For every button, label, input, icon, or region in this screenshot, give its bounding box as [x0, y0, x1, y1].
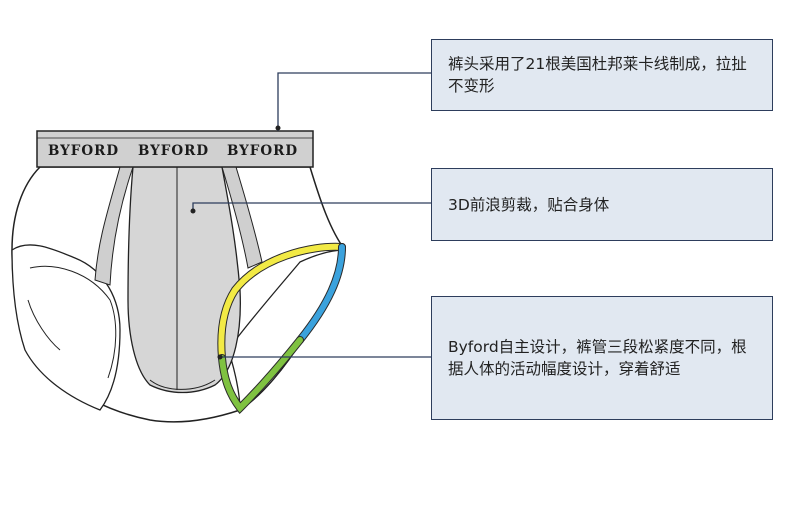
callout-3d-cut-text: 3D前浪剪裁，贴合身体 — [448, 195, 610, 214]
callout-3d-cut: 3D前浪剪裁，贴合身体 — [431, 168, 773, 241]
pouch-right-band — [221, 166, 263, 269]
pouch-bottom-curve — [149, 379, 216, 390]
front-pouch — [127, 166, 241, 394]
leader-dot-pouch — [190, 208, 196, 214]
left-leg-opening — [11, 244, 121, 411]
leader-dot-waistband — [275, 125, 281, 131]
callout-leg-band: Byford自主设计，裤管三段松紧度不同，根据人体的活动幅度设计，穿着舒适 — [431, 296, 773, 420]
leader-line-pouch — [192, 202, 431, 210]
left-leg-inner — [29, 265, 117, 379]
callout-waistband: 裤头采用了21根美国杜邦莱卡线制成，拉扯不变形 — [431, 39, 773, 111]
leader-dot-legband — [217, 354, 223, 360]
pouch-left-band — [94, 166, 134, 286]
waistband-label-1: BYFORD — [48, 143, 119, 159]
left-side-seam — [27, 299, 61, 351]
waistband — [36, 130, 314, 168]
waistband-label-3: BYFORD — [227, 143, 298, 159]
leader-line-waistband — [277, 72, 431, 131]
callout-leg-band-text: Byford自主设计，裤管三段松紧度不同，根据人体的活动幅度设计，穿着舒适 — [448, 338, 747, 378]
waistband-label-2: BYFORD — [138, 143, 209, 159]
callout-waistband-text: 裤头采用了21根美国杜邦莱卡线制成，拉扯不变形 — [448, 55, 747, 95]
